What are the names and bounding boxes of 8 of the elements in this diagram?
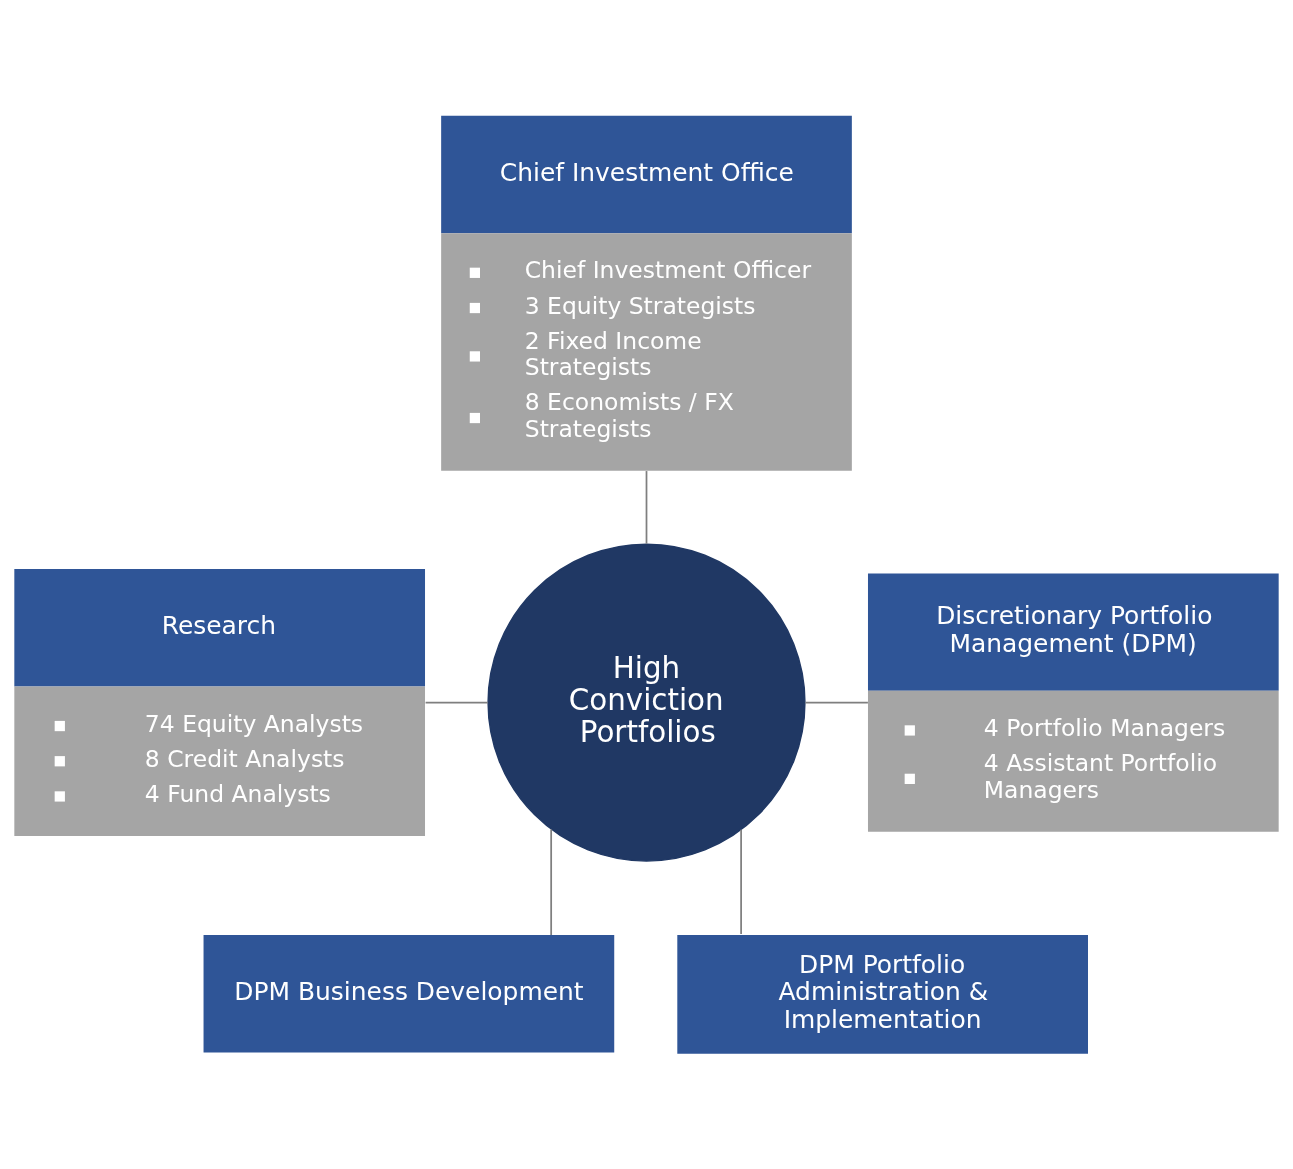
connector [424, 701, 489, 704]
node-box: DPM Business Development [203, 935, 615, 1053]
connector [550, 828, 553, 936]
node-circle: High Conviction Portfolios [487, 543, 806, 862]
connector [645, 470, 648, 545]
connector [740, 829, 742, 935]
node-box: DPM Portfolio Administration & Implementation [677, 935, 1088, 1054]
connector [804, 701, 869, 704]
